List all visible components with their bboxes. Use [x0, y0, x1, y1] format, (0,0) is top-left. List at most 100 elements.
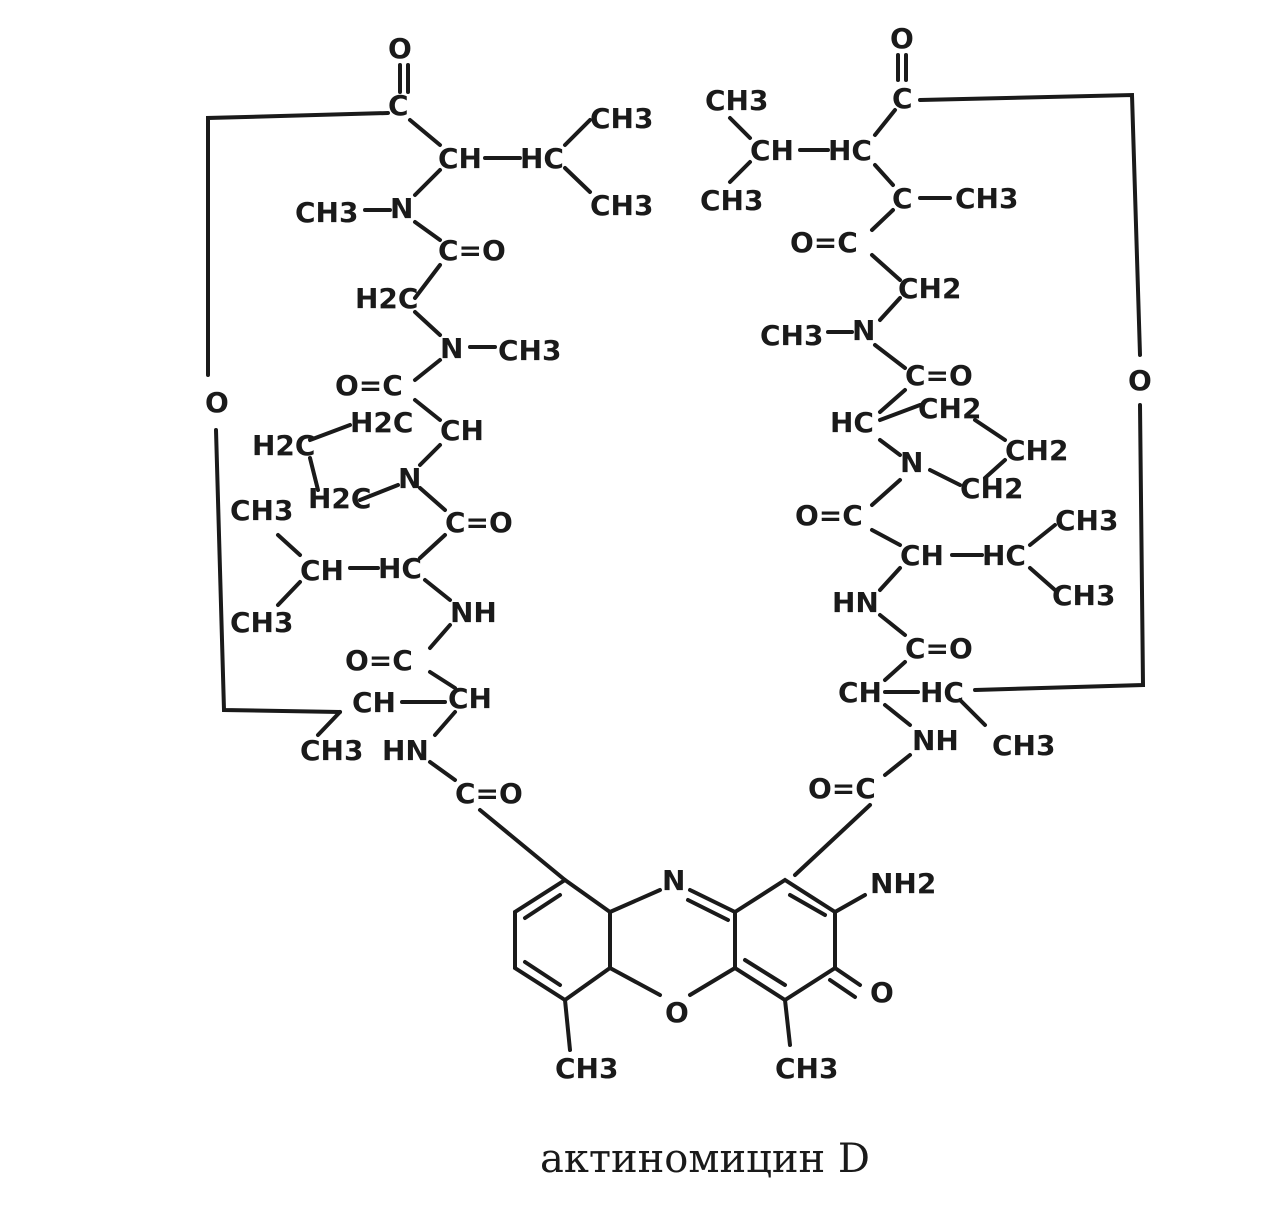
- atom-label: O: [665, 996, 689, 1029]
- bond: [873, 108, 897, 137]
- right-lactone-ring-line: [973, 403, 1146, 692]
- atom-label: O=C: [808, 772, 876, 805]
- bond: [870, 253, 902, 282]
- atom-label: H2C: [350, 406, 413, 439]
- atom-label: O=C: [335, 369, 403, 402]
- bond: [883, 660, 907, 682]
- atom-label: CH3: [230, 494, 293, 527]
- atom-label: H2C: [308, 482, 371, 515]
- bond: [563, 998, 572, 1052]
- bond: [833, 966, 862, 987]
- atom-label: NH2: [870, 867, 936, 900]
- bond: [608, 966, 662, 997]
- atom-label: CH3: [555, 1052, 618, 1085]
- atom-label: O: [870, 976, 894, 1009]
- left-lactone-ring-line: [214, 428, 342, 714]
- bond: [276, 533, 302, 557]
- bond: [878, 438, 902, 457]
- atom-label: CH: [448, 682, 492, 715]
- atom-label: CH3: [705, 84, 768, 117]
- atom-label: HC: [520, 142, 564, 175]
- bond: [608, 888, 662, 914]
- atom-label: N: [440, 332, 463, 365]
- bond: [983, 458, 1007, 480]
- atom-label: CH2: [918, 392, 981, 425]
- atom-label: CH: [438, 142, 482, 175]
- bond: [428, 760, 457, 782]
- bond: [883, 703, 912, 727]
- bond: [873, 163, 895, 187]
- bonds: [206, 53, 1146, 1052]
- atom-label: CH3: [700, 184, 763, 217]
- atom-label: N: [398, 462, 421, 495]
- atom-label: O=C: [345, 644, 413, 677]
- atom-label: CH: [750, 134, 794, 167]
- atom-label: CH3: [300, 734, 363, 767]
- atom-label: CH3: [230, 606, 293, 639]
- bond: [358, 483, 400, 502]
- bond: [878, 296, 902, 322]
- atom-label: HC: [830, 406, 874, 439]
- bond: [563, 118, 592, 147]
- atom-label: CH2: [960, 472, 1023, 505]
- bond: [433, 710, 457, 737]
- bond: [878, 403, 922, 422]
- atom-label: NH: [450, 596, 497, 629]
- atom-label: CH2: [898, 272, 961, 305]
- bond: [1028, 566, 1057, 592]
- bond: [413, 168, 442, 197]
- atom-labels: O C CH HC CH3 CH3 CH3 N C=O H2C N CH3 O=…: [205, 22, 1152, 1085]
- atom-label: C=O: [905, 359, 973, 392]
- atom-label: CH3: [498, 334, 561, 367]
- bond: [428, 670, 457, 690]
- atom-label: O=C: [795, 499, 863, 532]
- atom-label: N: [900, 446, 923, 479]
- bond: [423, 578, 452, 602]
- bond: [793, 803, 872, 877]
- caption: актиномицин D: [540, 1136, 870, 1182]
- atom-label: H2C: [355, 282, 418, 315]
- atom-label: NH: [912, 724, 959, 757]
- bond: [413, 220, 442, 242]
- bond: [478, 808, 567, 882]
- atom-label: C: [892, 182, 913, 215]
- atom-label: CH3: [955, 182, 1018, 215]
- bond: [413, 398, 442, 422]
- atom-label: CH3: [590, 189, 653, 222]
- bond: [788, 893, 827, 917]
- atom-label: N: [662, 864, 685, 897]
- atom-label: CH: [838, 676, 882, 709]
- bond: [958, 698, 987, 727]
- bond: [686, 898, 730, 922]
- right-lactone-ring-line: [918, 92, 1142, 357]
- bond: [878, 388, 907, 414]
- bond: [870, 528, 902, 547]
- bond: [418, 533, 447, 560]
- atom-label: CH3: [992, 729, 1055, 762]
- atom-label: C=O: [905, 632, 973, 665]
- bond: [688, 888, 737, 914]
- bond: [870, 478, 902, 507]
- atom-label: N: [852, 314, 875, 347]
- bond: [413, 310, 442, 337]
- atom-label: O: [1128, 364, 1152, 397]
- atom-label: C: [892, 82, 913, 115]
- bond: [743, 958, 787, 987]
- atom-label: C: [388, 89, 409, 122]
- atom-label: CH3: [1055, 504, 1118, 537]
- bond: [883, 753, 912, 777]
- bond: [833, 893, 867, 914]
- bond: [418, 486, 447, 512]
- bond: [973, 418, 1007, 442]
- bond: [523, 960, 562, 987]
- bond: [523, 893, 562, 920]
- atom-label: O: [890, 22, 914, 55]
- bond: [878, 613, 907, 637]
- atom-label: O: [205, 386, 229, 419]
- atom-label: C=O: [455, 777, 523, 810]
- atom-label: CH: [440, 414, 484, 447]
- bond: [308, 456, 320, 492]
- bond: [728, 160, 752, 184]
- atom-label: CH3: [590, 102, 653, 135]
- bond: [308, 423, 352, 442]
